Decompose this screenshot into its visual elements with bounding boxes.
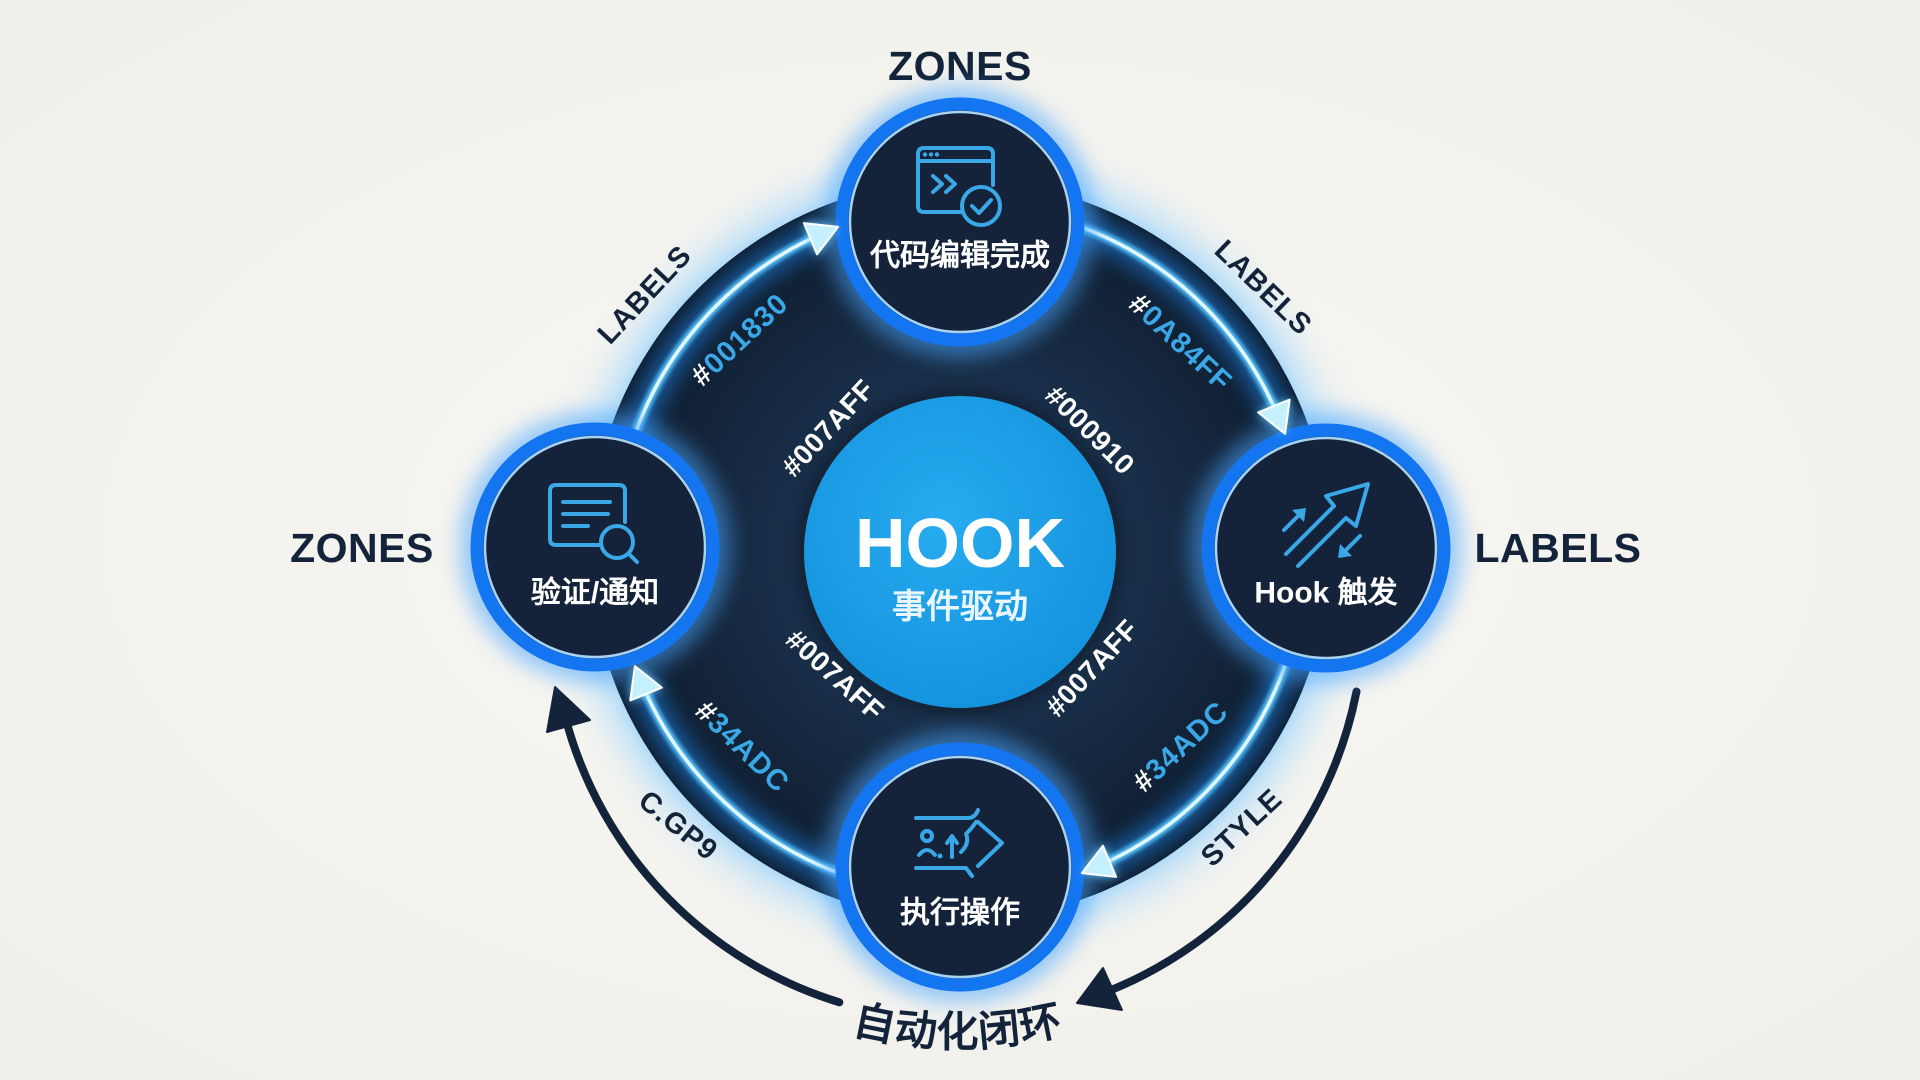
zones-label-top: ZONES [888,43,1032,89]
flow-arrowhead-bottom-right-icon [1080,844,1118,878]
node-execute-action: 执行操作 [824,731,1096,1003]
loop-arrow-left [546,686,844,1007]
trigger-arrows-icon [1282,482,1370,568]
flow-arrowhead-top-left-icon [802,222,840,256]
loop-arrowhead-icon [546,686,591,733]
execute-action-icon [914,808,1004,878]
labels-label-right: LABELS [1475,525,1642,571]
hook-hub: HOOK 事件驱动 [798,390,1122,714]
flow-arrowhead-bottom-left-icon [629,665,663,702]
loop-arrowhead-icon [1076,967,1123,1011]
zones-label-left: ZONES [290,525,434,571]
node-code-edit-complete: 代码编辑完成 [824,86,1096,358]
node-label: 执行操作 [900,897,1020,930]
node-hook-trigger: Hook 触发 [1190,412,1462,684]
node-label: Hook 触发 [1254,577,1397,610]
hub-title: HOOK [855,504,1065,582]
hub-subtitle: 事件驱动 [892,588,1028,626]
code-window-check-icon [916,146,1002,227]
flow-arrowhead-top-right-icon [1257,398,1291,435]
node-label: 验证/通知 [531,576,659,610]
loop-arrow-right [1076,687,1361,1011]
document-search-icon [548,483,639,564]
node-label: 代码编辑完成 [869,239,1050,273]
node-verify-notify: 验证/通知 [459,411,731,683]
